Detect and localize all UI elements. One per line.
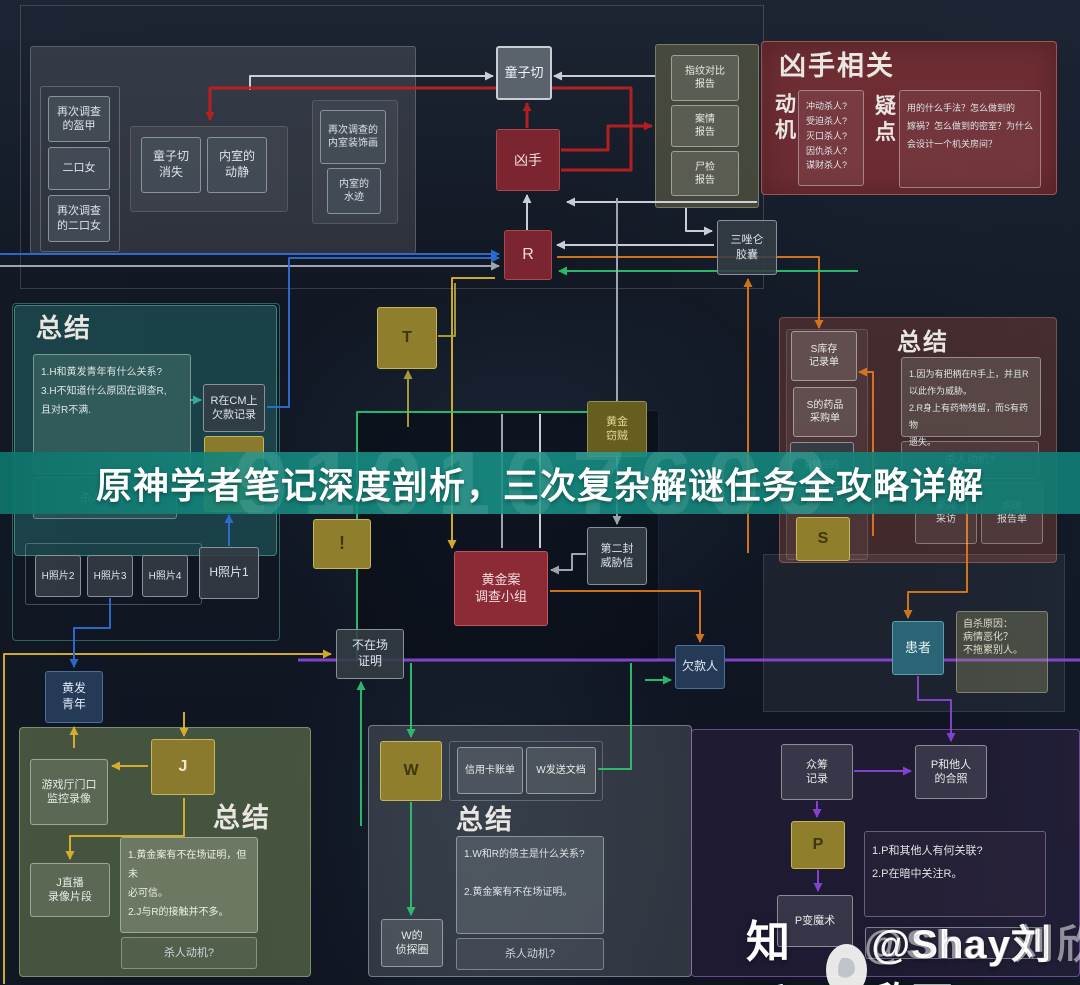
j-murder-motive[interactable]: 杀人动机?: [121, 937, 257, 969]
r-cm-debt-record[interactable]: R在CM上 欠款记录: [203, 384, 265, 432]
arcade-entrance-cam[interactable]: 游戏厅门口 监控录像: [30, 759, 108, 825]
s-stock-list[interactable]: S库存 记录单: [791, 331, 857, 381]
alibi[interactable]: 不在场 证明: [336, 629, 404, 679]
j-summary-text[interactable]: 1.黄金案有不在场证明，但未 必可信。 2.J与R的接触并不多。: [120, 837, 258, 933]
r-node[interactable]: R: [504, 230, 552, 280]
p-node[interactable]: P: [791, 821, 845, 869]
watermark-site-label: 知乎: [746, 918, 790, 985]
second-threat-letter[interactable]: 第二封 威胁信: [587, 527, 647, 585]
armor-recheck[interactable]: 再次调查 的盔甲: [48, 96, 110, 142]
killer-motive-list[interactable]: 冲动杀人? 受迫杀人? 灭口杀人? 因仇杀人? 谋财杀人?: [798, 90, 864, 186]
two-mouth-woman[interactable]: 二口女: [48, 147, 110, 190]
w-detective-circle[interactable]: W的 侦探圈: [381, 919, 443, 967]
doubt-label: 疑 点: [875, 95, 898, 145]
s-node[interactable]: S: [796, 517, 850, 561]
j-summary-title: 总结: [213, 803, 271, 833]
blond-youth[interactable]: 黄发 青年: [45, 671, 103, 723]
killer-panel-title: 凶手相关: [779, 51, 895, 81]
debtor[interactable]: 欠款人: [675, 645, 725, 689]
autopsy-report[interactable]: 尸检 报告: [671, 151, 739, 196]
w-murder-motive[interactable]: 杀人动机?: [456, 938, 604, 970]
w-node[interactable]: W: [380, 741, 442, 801]
j-stream-clip[interactable]: J直播 录像片段: [30, 863, 110, 917]
gold-case-team[interactable]: 黄金案 调查小组: [454, 551, 548, 626]
doll-blade-missing[interactable]: 童子切 消失: [141, 137, 201, 193]
page-title: 原神学者笔记深度剖析，三次复杂解谜任务全攻略详解: [95, 465, 984, 506]
left-summary-title: 总结: [36, 313, 93, 343]
p-summary-text[interactable]: 1.P和其他人有何关联? 2.P在暗中关注R。: [864, 831, 1046, 917]
motive-label: 动 机: [775, 93, 798, 143]
crowdfunding-record[interactable]: 众筹 记录: [781, 744, 853, 800]
h-photo-3[interactable]: H照片3: [87, 555, 133, 597]
chamber-water[interactable]: 内室的 水迹: [327, 168, 381, 214]
doll-blade[interactable]: 童子切: [496, 46, 552, 100]
chamber-painting-recheck[interactable]: 再次调查的 内室装饰画: [320, 110, 386, 164]
chamber-noise[interactable]: 内室的 动静: [207, 137, 267, 193]
watermark-ghost-text: @Shay刘欣雨: [864, 923, 1080, 967]
h-photo-4[interactable]: H照片4: [142, 555, 188, 597]
exclamation-node[interactable]: !: [313, 519, 371, 569]
suicide-reason-note[interactable]: 自杀原因： 病情恶化？ 不拖累别人。: [956, 611, 1048, 693]
credit-card-bill[interactable]: 信用卡账单: [457, 747, 523, 794]
s-drug-purchase[interactable]: S的药品 采购单: [793, 387, 857, 437]
p-group-photo[interactable]: P和他人 的合照: [915, 745, 987, 799]
fingerprint-report[interactable]: 指纹对比 报告: [671, 55, 739, 101]
case-report[interactable]: 案情 报告: [671, 105, 739, 147]
h-photo-1[interactable]: H照片1: [199, 547, 259, 599]
w-summary-text[interactable]: 1.W和R的债主是什么关系? 2.黄金案有不在场证明。: [456, 836, 604, 934]
w-sent-docs[interactable]: W发送文档: [526, 747, 596, 794]
patient[interactable]: 患者: [892, 621, 944, 675]
s-summary-title: 总结: [897, 329, 949, 356]
watermark-avatar-icon: [825, 944, 868, 985]
j-node[interactable]: J: [151, 739, 215, 795]
h-photo-2[interactable]: H照片2: [35, 555, 81, 597]
s-summary-text[interactable]: 1.因为有把柄在R手上，并且R 以此作为威胁。 2.R身上有药物残留，而S有药物…: [901, 357, 1041, 447]
triazolam-capsule[interactable]: 三唑仑 胶囊: [717, 220, 777, 275]
killer-doubt-text[interactable]: 用的什么手法？怎么做到的 嫁祸？怎么做到的密室？为什么 会设计一个机关房间？: [899, 90, 1041, 188]
t-node[interactable]: T: [377, 307, 437, 369]
gold-thief[interactable]: 黄金 窃贼: [587, 401, 647, 457]
title-banner: 910107600 原神学者笔记深度剖析，三次复杂解谜任务全攻略详解: [0, 452, 1080, 514]
watermark: 知乎 @Shay刘欣雨 @Shay刘欣雨: [746, 906, 1080, 985]
two-mouth-recheck[interactable]: 再次调查 的二口女: [48, 195, 110, 242]
murderer[interactable]: 凶手: [496, 129, 560, 191]
w-summary-title: 总结: [456, 805, 514, 835]
